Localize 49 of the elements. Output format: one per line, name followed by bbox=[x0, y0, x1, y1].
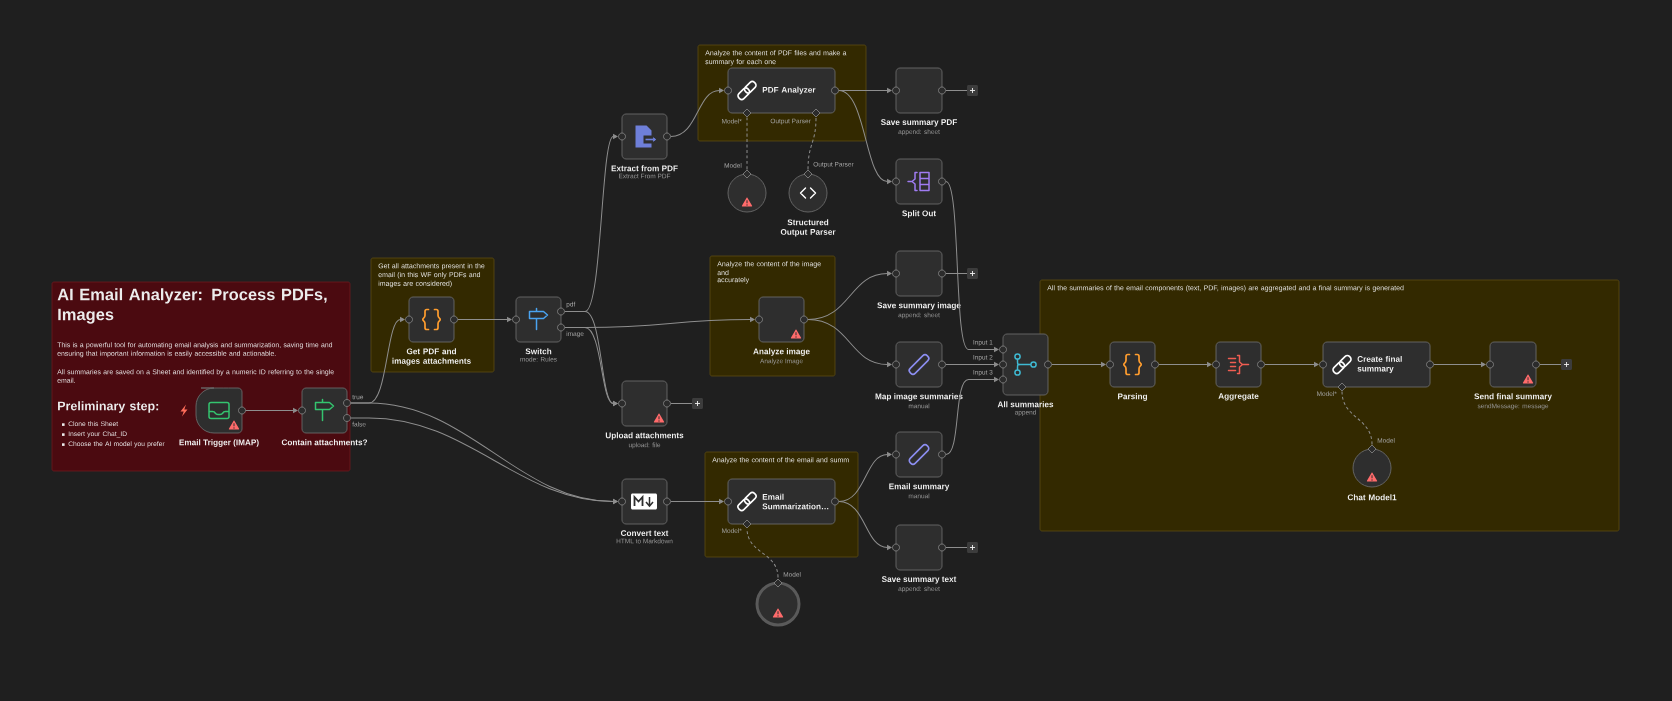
arrow bbox=[945, 362, 999, 367]
node-label: Aggregate bbox=[1218, 393, 1259, 401]
agent-box: Email Summarization… bbox=[727, 478, 836, 525]
agent-box: Create final summary bbox=[1322, 341, 1431, 388]
node-label: Switch bbox=[525, 348, 552, 355]
connector-line bbox=[945, 90, 968, 91]
arrow bbox=[1051, 362, 1106, 367]
arrow bbox=[1264, 362, 1319, 367]
arrow bbox=[670, 499, 724, 504]
connector-line bbox=[945, 273, 968, 274]
node-label: Structured Output Parser bbox=[780, 219, 836, 237]
arrow bbox=[1433, 362, 1486, 367]
node-label: Send final summary bbox=[1474, 393, 1552, 401]
dashed-connector bbox=[807, 116, 817, 171]
note-title: AI Email Analyzer: Process PDFs, Images bbox=[57, 288, 327, 324]
node-label: Extract from PDF bbox=[611, 165, 678, 172]
node-label: Save summary image bbox=[877, 302, 961, 310]
dashed-connector bbox=[746, 116, 748, 171]
node-label: Split Out bbox=[902, 210, 936, 218]
agent-box: PDF Analyzer bbox=[727, 67, 836, 114]
node-label: Save summary text bbox=[881, 576, 957, 584]
arrow bbox=[1158, 362, 1212, 367]
node-label: Save summary PDF bbox=[880, 119, 957, 127]
dashed-connector bbox=[746, 527, 779, 578]
connector-line bbox=[1539, 364, 1562, 365]
node-label: Email Trigger (IMAP) bbox=[179, 439, 259, 447]
arrow bbox=[945, 377, 999, 455]
node-label: Parsing bbox=[1118, 393, 1147, 401]
node-label: Convert text bbox=[620, 530, 669, 536]
connector-line bbox=[670, 403, 693, 404]
node-label: Get PDF and images attachments bbox=[392, 348, 471, 366]
dashed-connector bbox=[1341, 390, 1373, 446]
arrow bbox=[838, 90, 892, 184]
node-label: Map image summaries bbox=[875, 393, 963, 401]
arrow bbox=[457, 317, 512, 322]
note-heading: Preliminary step: bbox=[58, 401, 159, 413]
node-label: Email summary bbox=[889, 483, 950, 491]
arrow bbox=[670, 88, 724, 137]
arrow bbox=[838, 501, 892, 550]
arrow bbox=[945, 181, 999, 352]
connector-line bbox=[945, 547, 968, 548]
node-label: Upload attachments bbox=[605, 432, 684, 440]
arrow bbox=[564, 327, 618, 406]
arrow bbox=[807, 319, 892, 367]
arrow bbox=[245, 408, 298, 413]
node-label: Chat Model1 bbox=[1347, 494, 1397, 501]
node-label: Analyze image bbox=[753, 348, 810, 356]
node-label: Contain attachments? bbox=[281, 439, 368, 446]
node-label: All summaries bbox=[997, 401, 1054, 408]
